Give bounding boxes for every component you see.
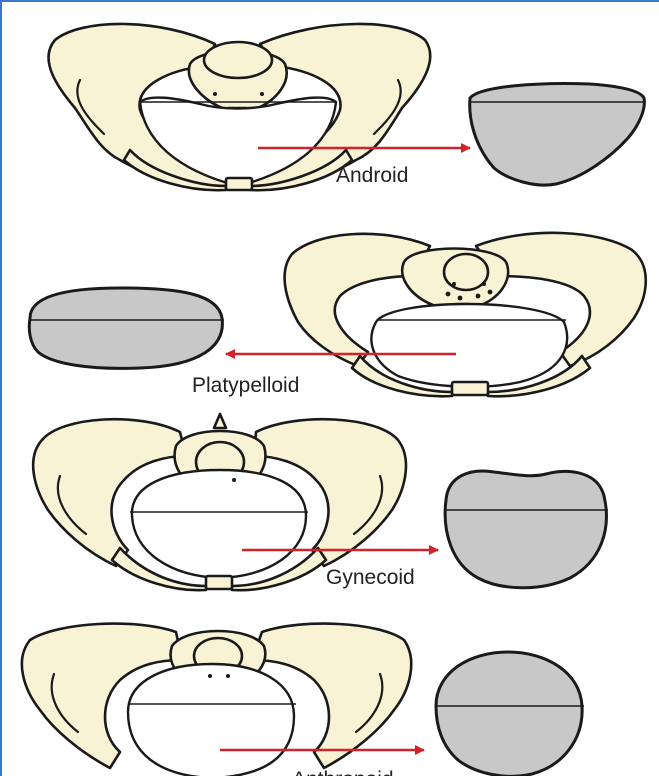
inlet-shape-platypelloid [29, 288, 224, 368]
inlet-shape-anthropoid [436, 652, 584, 776]
label-gynecoid: Gynecoid [326, 566, 415, 589]
inlet-shape-gynecoid [444, 471, 608, 588]
pelvis-anthropoid-illustration [22, 624, 411, 776]
inlet-shape-android [470, 84, 645, 186]
pelvis-gynecoid-illustration [33, 414, 406, 590]
label-anthropoid: Anthropoid [292, 768, 394, 776]
label-android: Android [336, 164, 408, 187]
label-platypelloid: Platypelloid [192, 374, 299, 397]
pelvis-platypelloid-illustration [285, 233, 646, 396]
